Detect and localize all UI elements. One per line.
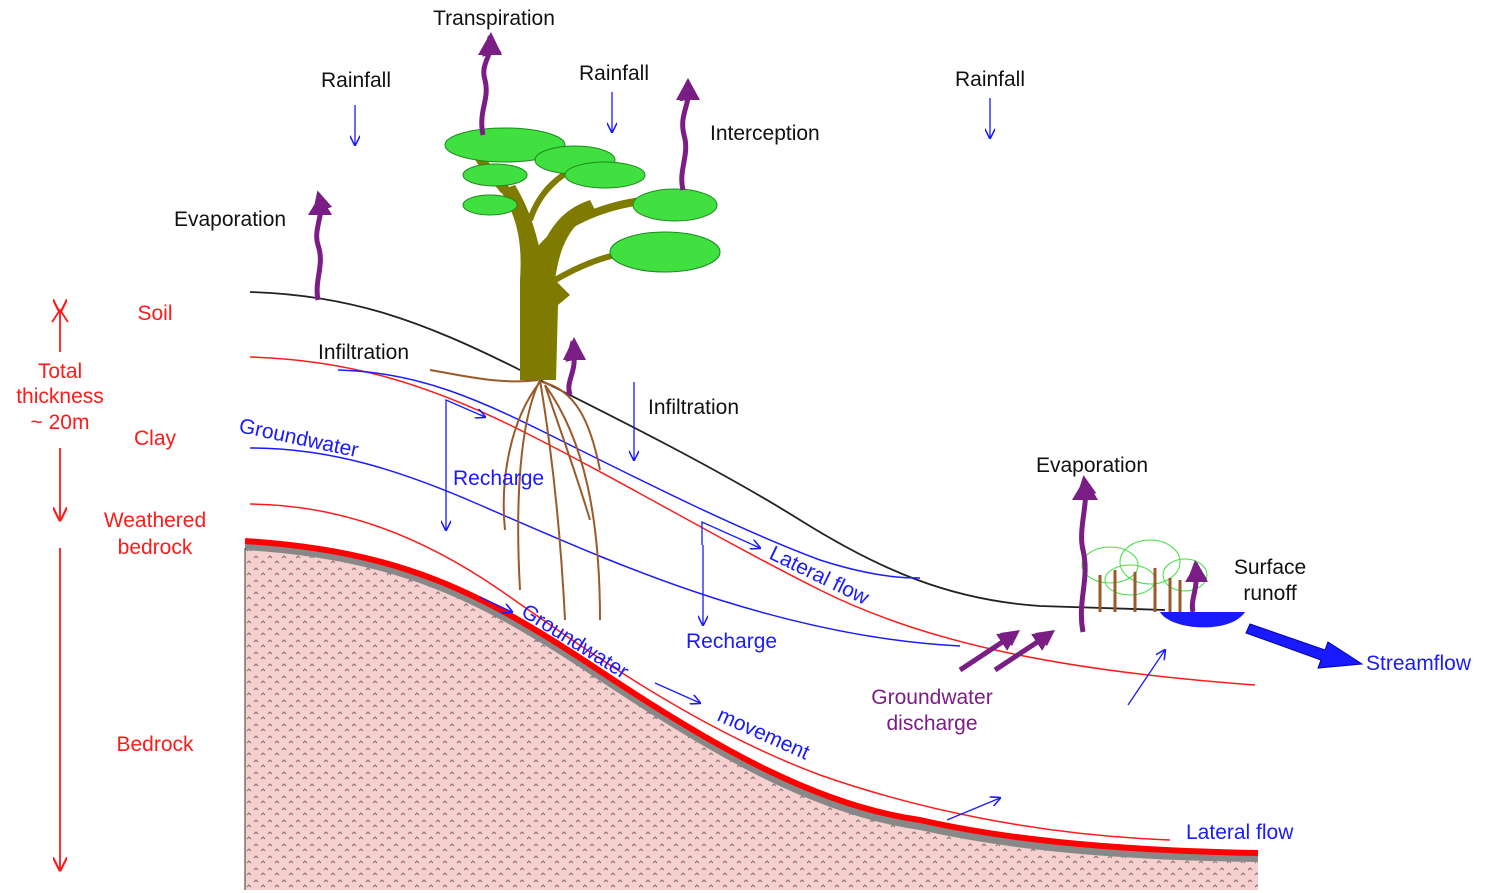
pond-icon — [1160, 612, 1245, 627]
label-bedrock: Bedrock — [116, 733, 194, 756]
label-groundwater-upper: Groundwater — [237, 414, 361, 462]
label-recharge-right: Recharge — [686, 630, 777, 653]
label-rainfall-right: Rainfall — [955, 68, 1025, 91]
label-interception: Interception — [710, 122, 820, 145]
label-evaporation-soil: Evaporation — [174, 208, 286, 231]
label-groundwater-discharge-2: discharge — [886, 712, 977, 735]
label-groundwater-discharge-1: Groundwater — [871, 686, 992, 709]
label-streamflow: Streamflow — [1366, 652, 1472, 675]
label-evaporation-wetland: Evaporation — [1036, 454, 1148, 477]
groundwater-movement-arrow-2 — [655, 683, 700, 703]
label-total-thickness-2: thickness — [16, 385, 104, 408]
label-weathered-1: Weathered — [104, 509, 206, 532]
label-soil: Soil — [137, 302, 172, 325]
evaporation-arrow-wetland — [1081, 485, 1085, 632]
label-infiltration-right: Infiltration — [648, 396, 739, 419]
label-surface-runoff-1: Surface — [1234, 556, 1306, 579]
interception-arrow — [682, 90, 688, 190]
transpiration-arrow — [482, 45, 490, 135]
label-infiltration-left: Infiltration — [318, 341, 409, 364]
label-lateral-flow-lower: Lateral flow — [1186, 821, 1294, 844]
label-total-thickness-3: ~ 20m — [31, 411, 90, 434]
shrubs-icon — [1082, 540, 1207, 612]
streamflow-arrow — [1246, 624, 1362, 668]
label-rainfall-center: Rainfall — [579, 62, 649, 85]
label-recharge-left: Recharge — [453, 467, 544, 490]
label-weathered-2: bedrock — [118, 536, 193, 559]
label-transpiration: Transpiration — [433, 7, 555, 30]
upflow-arrow — [1128, 650, 1165, 705]
label-clay: Clay — [134, 427, 177, 450]
label-rainfall-left: Rainfall — [321, 69, 391, 92]
label-total-thickness-1: Total — [38, 360, 82, 383]
label-surface-runoff-2: runoff — [1243, 582, 1296, 605]
